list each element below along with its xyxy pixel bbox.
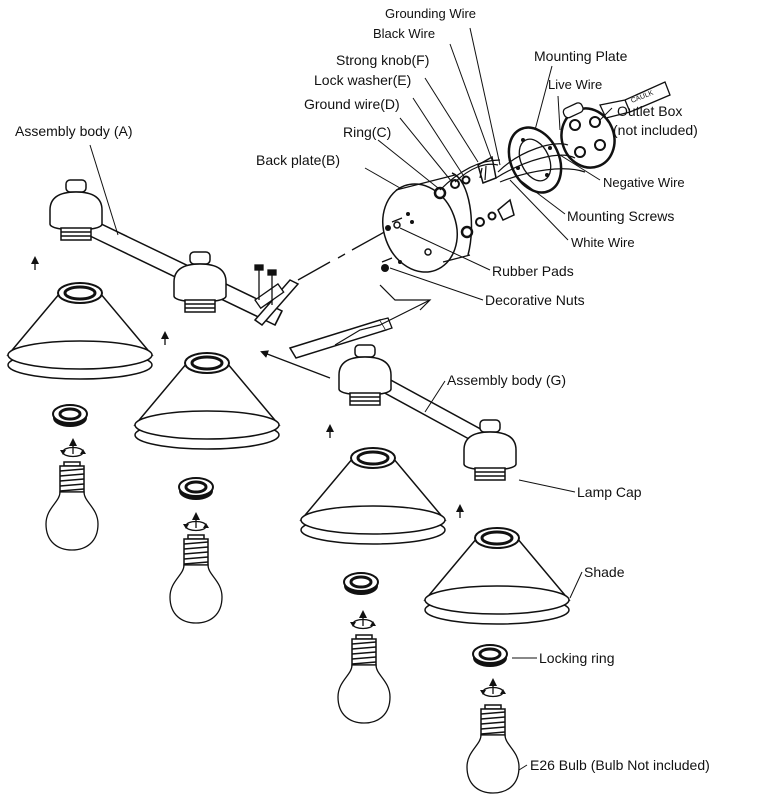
label-ring: Ring(C) xyxy=(343,124,392,140)
label-lamp-cap: Lamp Cap xyxy=(577,484,642,500)
rotate-icon-4 xyxy=(480,680,506,697)
rotate-icon-2 xyxy=(183,514,209,531)
small-screws xyxy=(254,264,277,305)
label-locking-ring: Locking ring xyxy=(539,650,615,666)
label-mounting-screws: Mounting Screws xyxy=(567,208,675,224)
label-back-plate: Back plate(B) xyxy=(256,152,341,168)
label-live-wire: Live Wire xyxy=(548,77,603,92)
locking-ring-3 xyxy=(342,571,380,597)
label-mounting-plate: Mounting Plate xyxy=(534,48,628,64)
mounting-screw-parts xyxy=(381,217,403,263)
locking-ring-4 xyxy=(471,643,509,669)
lamp-cap-g1 xyxy=(338,344,392,406)
bulb-3 xyxy=(337,634,391,724)
locking-ring-2 xyxy=(177,476,215,502)
label-ground-wire: Ground wire(D) xyxy=(304,96,400,112)
label-decorative-nuts: Decorative Nuts xyxy=(485,292,585,308)
label-shade: Shade xyxy=(584,564,625,580)
washers-and-knob xyxy=(433,155,515,239)
bulb-1 xyxy=(45,461,99,551)
rotate-icon-1 xyxy=(60,440,86,457)
label-grounding-wire: Grounding Wire xyxy=(385,6,477,21)
label-bulb: E26 Bulb (Bulb Not included) xyxy=(530,757,710,773)
label-outlet-box: Outlet Box xyxy=(617,103,683,119)
label-assembly-body-g: Assembly body (G) xyxy=(447,372,567,388)
up-arrows xyxy=(31,256,464,518)
back-plate xyxy=(381,172,473,273)
label-not-included: (not included) xyxy=(613,122,698,138)
lamp-cap-a2 xyxy=(173,251,227,313)
label-white-wire: White Wire xyxy=(571,235,635,250)
wires xyxy=(439,143,586,191)
label-assembly-body-a: Assembly body (A) xyxy=(15,123,133,139)
locking-ring-1 xyxy=(51,403,89,429)
bulb-2 xyxy=(169,534,223,624)
leader-lines xyxy=(89,27,613,771)
shade-a1 xyxy=(6,281,154,381)
shade-a2 xyxy=(133,351,281,451)
shade-g1 xyxy=(299,446,447,546)
connector-pipes xyxy=(253,229,432,359)
label-black-wire: Black Wire xyxy=(373,26,436,41)
label-strong-knob: Strong knob(F) xyxy=(336,52,430,68)
outlet-box xyxy=(560,102,616,169)
bulb-4 xyxy=(466,704,520,794)
label-negative-wire: Negative Wire xyxy=(603,175,685,190)
rotate-icon-3 xyxy=(350,612,376,629)
shade-g2 xyxy=(423,526,571,626)
label-rubber-pads: Rubber Pads xyxy=(492,263,574,279)
label-lock-washer: Lock washer(E) xyxy=(314,72,412,88)
